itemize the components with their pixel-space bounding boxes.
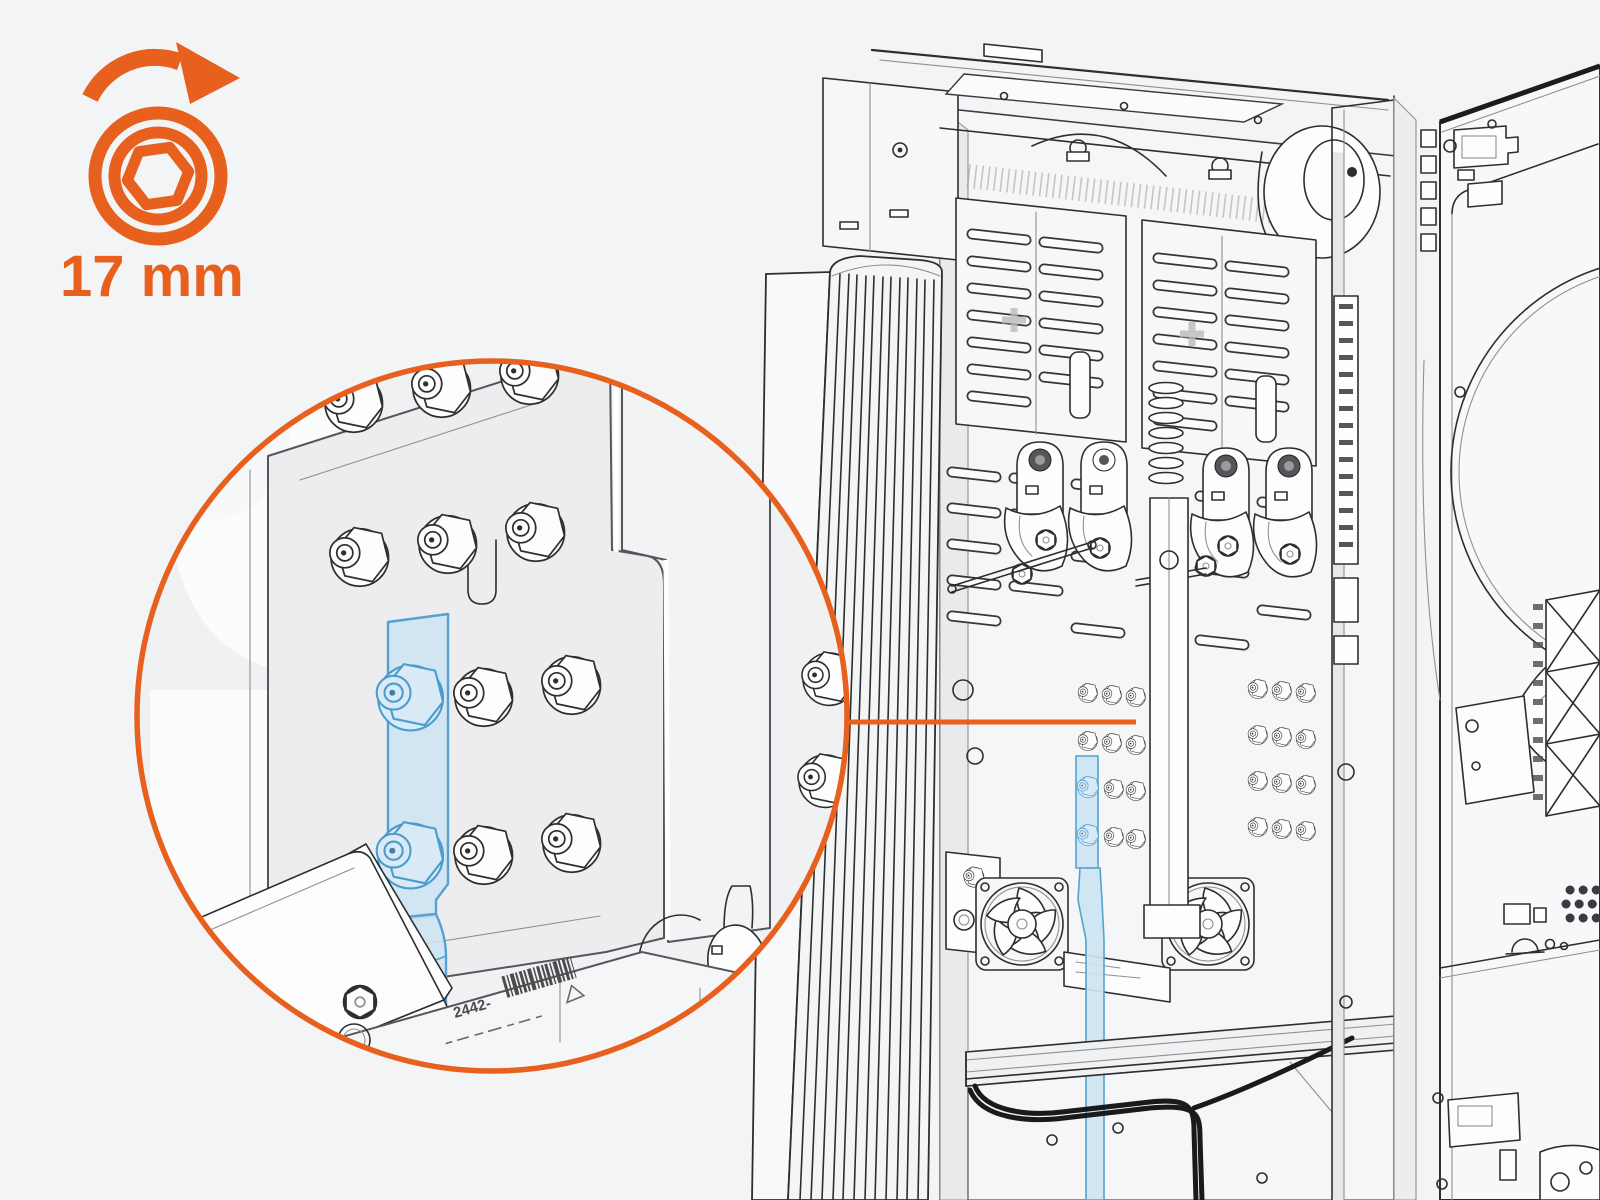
door-bottom-bracket bbox=[1432, 1092, 1600, 1200]
cable-clip-icon bbox=[1066, 139, 1090, 162]
flexible-links bbox=[947, 505, 1318, 594]
right-door bbox=[1420, 63, 1600, 1200]
barcode bbox=[501, 956, 577, 998]
vent-module-right bbox=[1141, 219, 1317, 467]
torque-size-label: 17 mm bbox=[60, 244, 244, 309]
central-busbar bbox=[1143, 497, 1201, 939]
rotation-arrow-arc bbox=[82, 48, 183, 102]
vent-module-left bbox=[955, 197, 1127, 443]
air-filter-grid bbox=[1533, 589, 1600, 817]
bellows-spring bbox=[1148, 381, 1184, 485]
cable-clip-icon bbox=[1208, 157, 1232, 180]
cooling-fan-icon bbox=[975, 877, 1069, 971]
vent-holes bbox=[1561, 885, 1600, 923]
hex-socket-icon bbox=[121, 141, 195, 211]
rotation-arrow-head bbox=[176, 42, 240, 104]
door-latch bbox=[1443, 119, 1519, 208]
right-frame bbox=[1331, 95, 1417, 1200]
zoom-circle-ring bbox=[134, 358, 850, 1074]
highlighted-cable bbox=[1077, 867, 1105, 1200]
socket-rotate-clockwise-icon bbox=[82, 42, 240, 246]
cabinet-illustration bbox=[751, 43, 1600, 1200]
top-beam bbox=[870, 43, 1391, 207]
terminal-brackets bbox=[1016, 441, 1313, 521]
recycle-icon bbox=[565, 984, 586, 1004]
torque-tool-callout: 17 mm bbox=[60, 42, 244, 309]
